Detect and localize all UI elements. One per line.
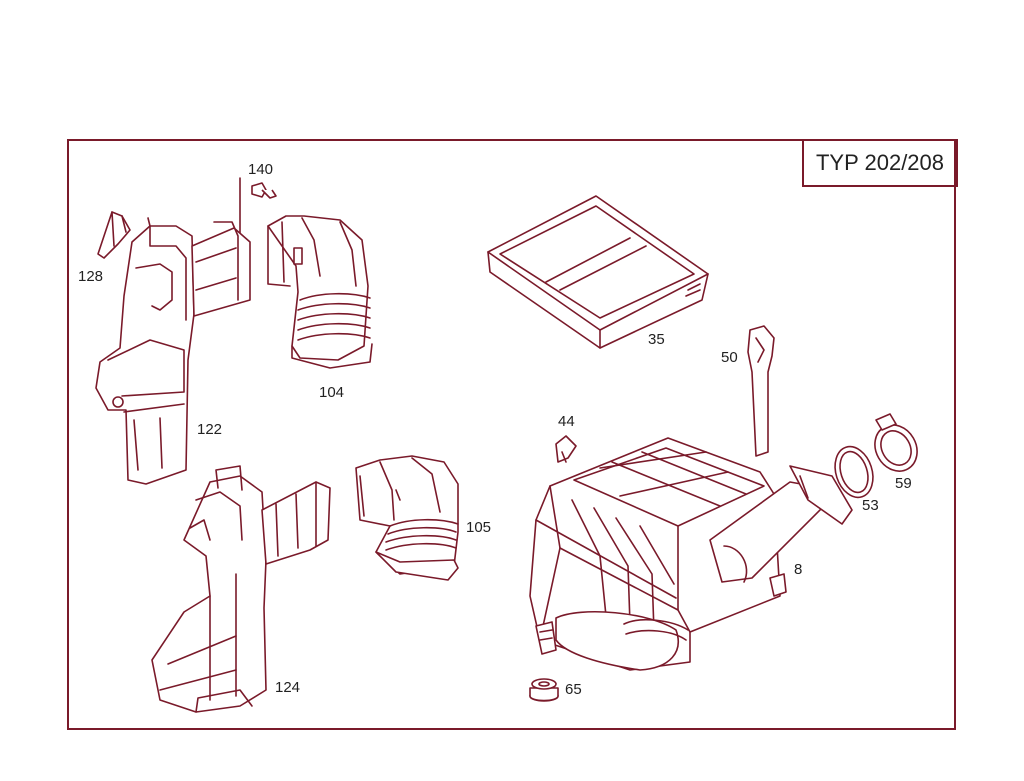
- part-124-duct[interactable]: [151, 465, 331, 713]
- callout-124: 124: [275, 679, 300, 696]
- callout-105: 105: [466, 519, 491, 536]
- type-label-box: TYP 202/208: [802, 139, 958, 187]
- callout-140: 140: [248, 161, 273, 178]
- part-104-elbow-bellows[interactable]: [267, 215, 373, 369]
- callout-8: 8: [794, 561, 802, 578]
- callout-104: 104: [319, 384, 344, 401]
- part-53-seal-ring[interactable]: [829, 442, 879, 503]
- callout-50: 50: [721, 349, 738, 366]
- type-label: TYP 202/208: [815, 150, 945, 175]
- part-8-air-filter-housing[interactable]: [529, 437, 853, 671]
- part-105-elbow-bellows[interactable]: [355, 455, 459, 581]
- callout-65: 65: [565, 681, 582, 698]
- part-59-hose-clamp[interactable]: [867, 413, 926, 479]
- callout-122: 122: [197, 421, 222, 438]
- part-50-strap[interactable]: [747, 325, 775, 457]
- callout-59: 59: [895, 475, 912, 492]
- callout-44: 44: [558, 413, 575, 430]
- callout-35: 35: [648, 331, 665, 348]
- callout-128: 128: [78, 268, 103, 285]
- part-35-filter-element[interactable]: [487, 195, 709, 349]
- part-65-buffer[interactable]: [529, 678, 559, 702]
- part-122-duct[interactable]: [95, 217, 251, 485]
- part-128-bracket[interactable]: [97, 211, 131, 259]
- callout-53: 53: [862, 497, 879, 514]
- part-44-clip[interactable]: [555, 435, 577, 463]
- diagram-frame: [67, 139, 956, 730]
